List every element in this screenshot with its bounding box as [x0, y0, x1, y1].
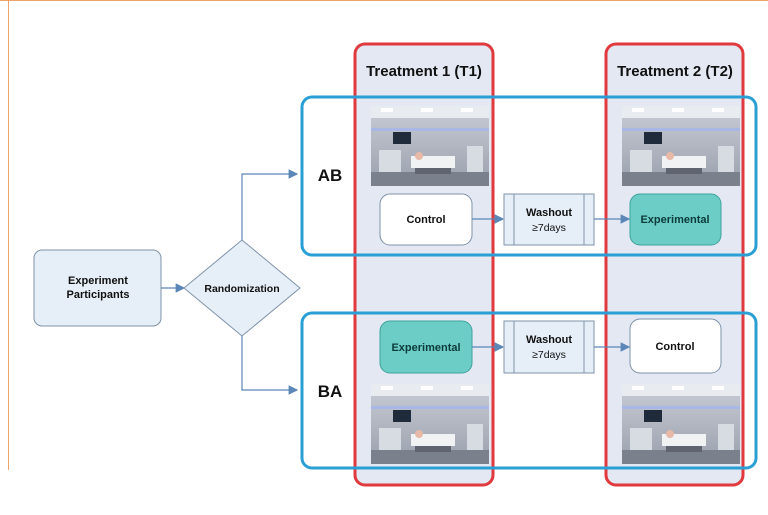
page-border-left — [8, 0, 9, 470]
sequence-ab-label: AB — [318, 166, 343, 185]
sequence-ab-row — [300, 95, 758, 257]
sequence-ba-row — [300, 311, 758, 470]
ab-t2-experimental-box — [629, 193, 722, 246]
ba-washout-box — [503, 320, 595, 374]
ba-t1-label: Experimental — [391, 342, 460, 354]
arrow-to-ab — [241, 169, 299, 240]
ba-washout-label-line1: Washout — [526, 334, 572, 346]
sequence-ba-label: BA — [318, 382, 343, 401]
ba-t2-label: Control — [655, 341, 694, 353]
room-photo-t2-ab — [622, 106, 740, 186]
randomization-label: Randomization — [204, 283, 279, 295]
ab-t2-label: Experimental — [640, 214, 709, 226]
treatment-2-title: Treatment 2 (T2) — [617, 63, 733, 80]
ba-washout-label-line2: ≥7days — [532, 349, 566, 361]
ba-t2-control-box — [629, 318, 722, 374]
participants-box — [33, 249, 162, 327]
participants-label-line2: Participants — [67, 289, 130, 301]
room-photo-t1-ba — [371, 384, 489, 464]
ab-washout-label-line2: ≥7days — [532, 222, 566, 234]
room-photo-t1-ab — [371, 106, 489, 186]
page-border-top — [0, 0, 768, 1]
participants-label-line1: Experiment — [68, 275, 128, 287]
arrow-to-ba — [241, 336, 299, 395]
ab-washout-box — [503, 193, 595, 246]
treatment-1-title: Treatment 1 (T1) — [366, 63, 482, 80]
room-photo-t2-ba — [622, 384, 740, 464]
ab-t1-label: Control — [406, 214, 445, 226]
ab-washout-label-line1: Washout — [526, 207, 572, 219]
